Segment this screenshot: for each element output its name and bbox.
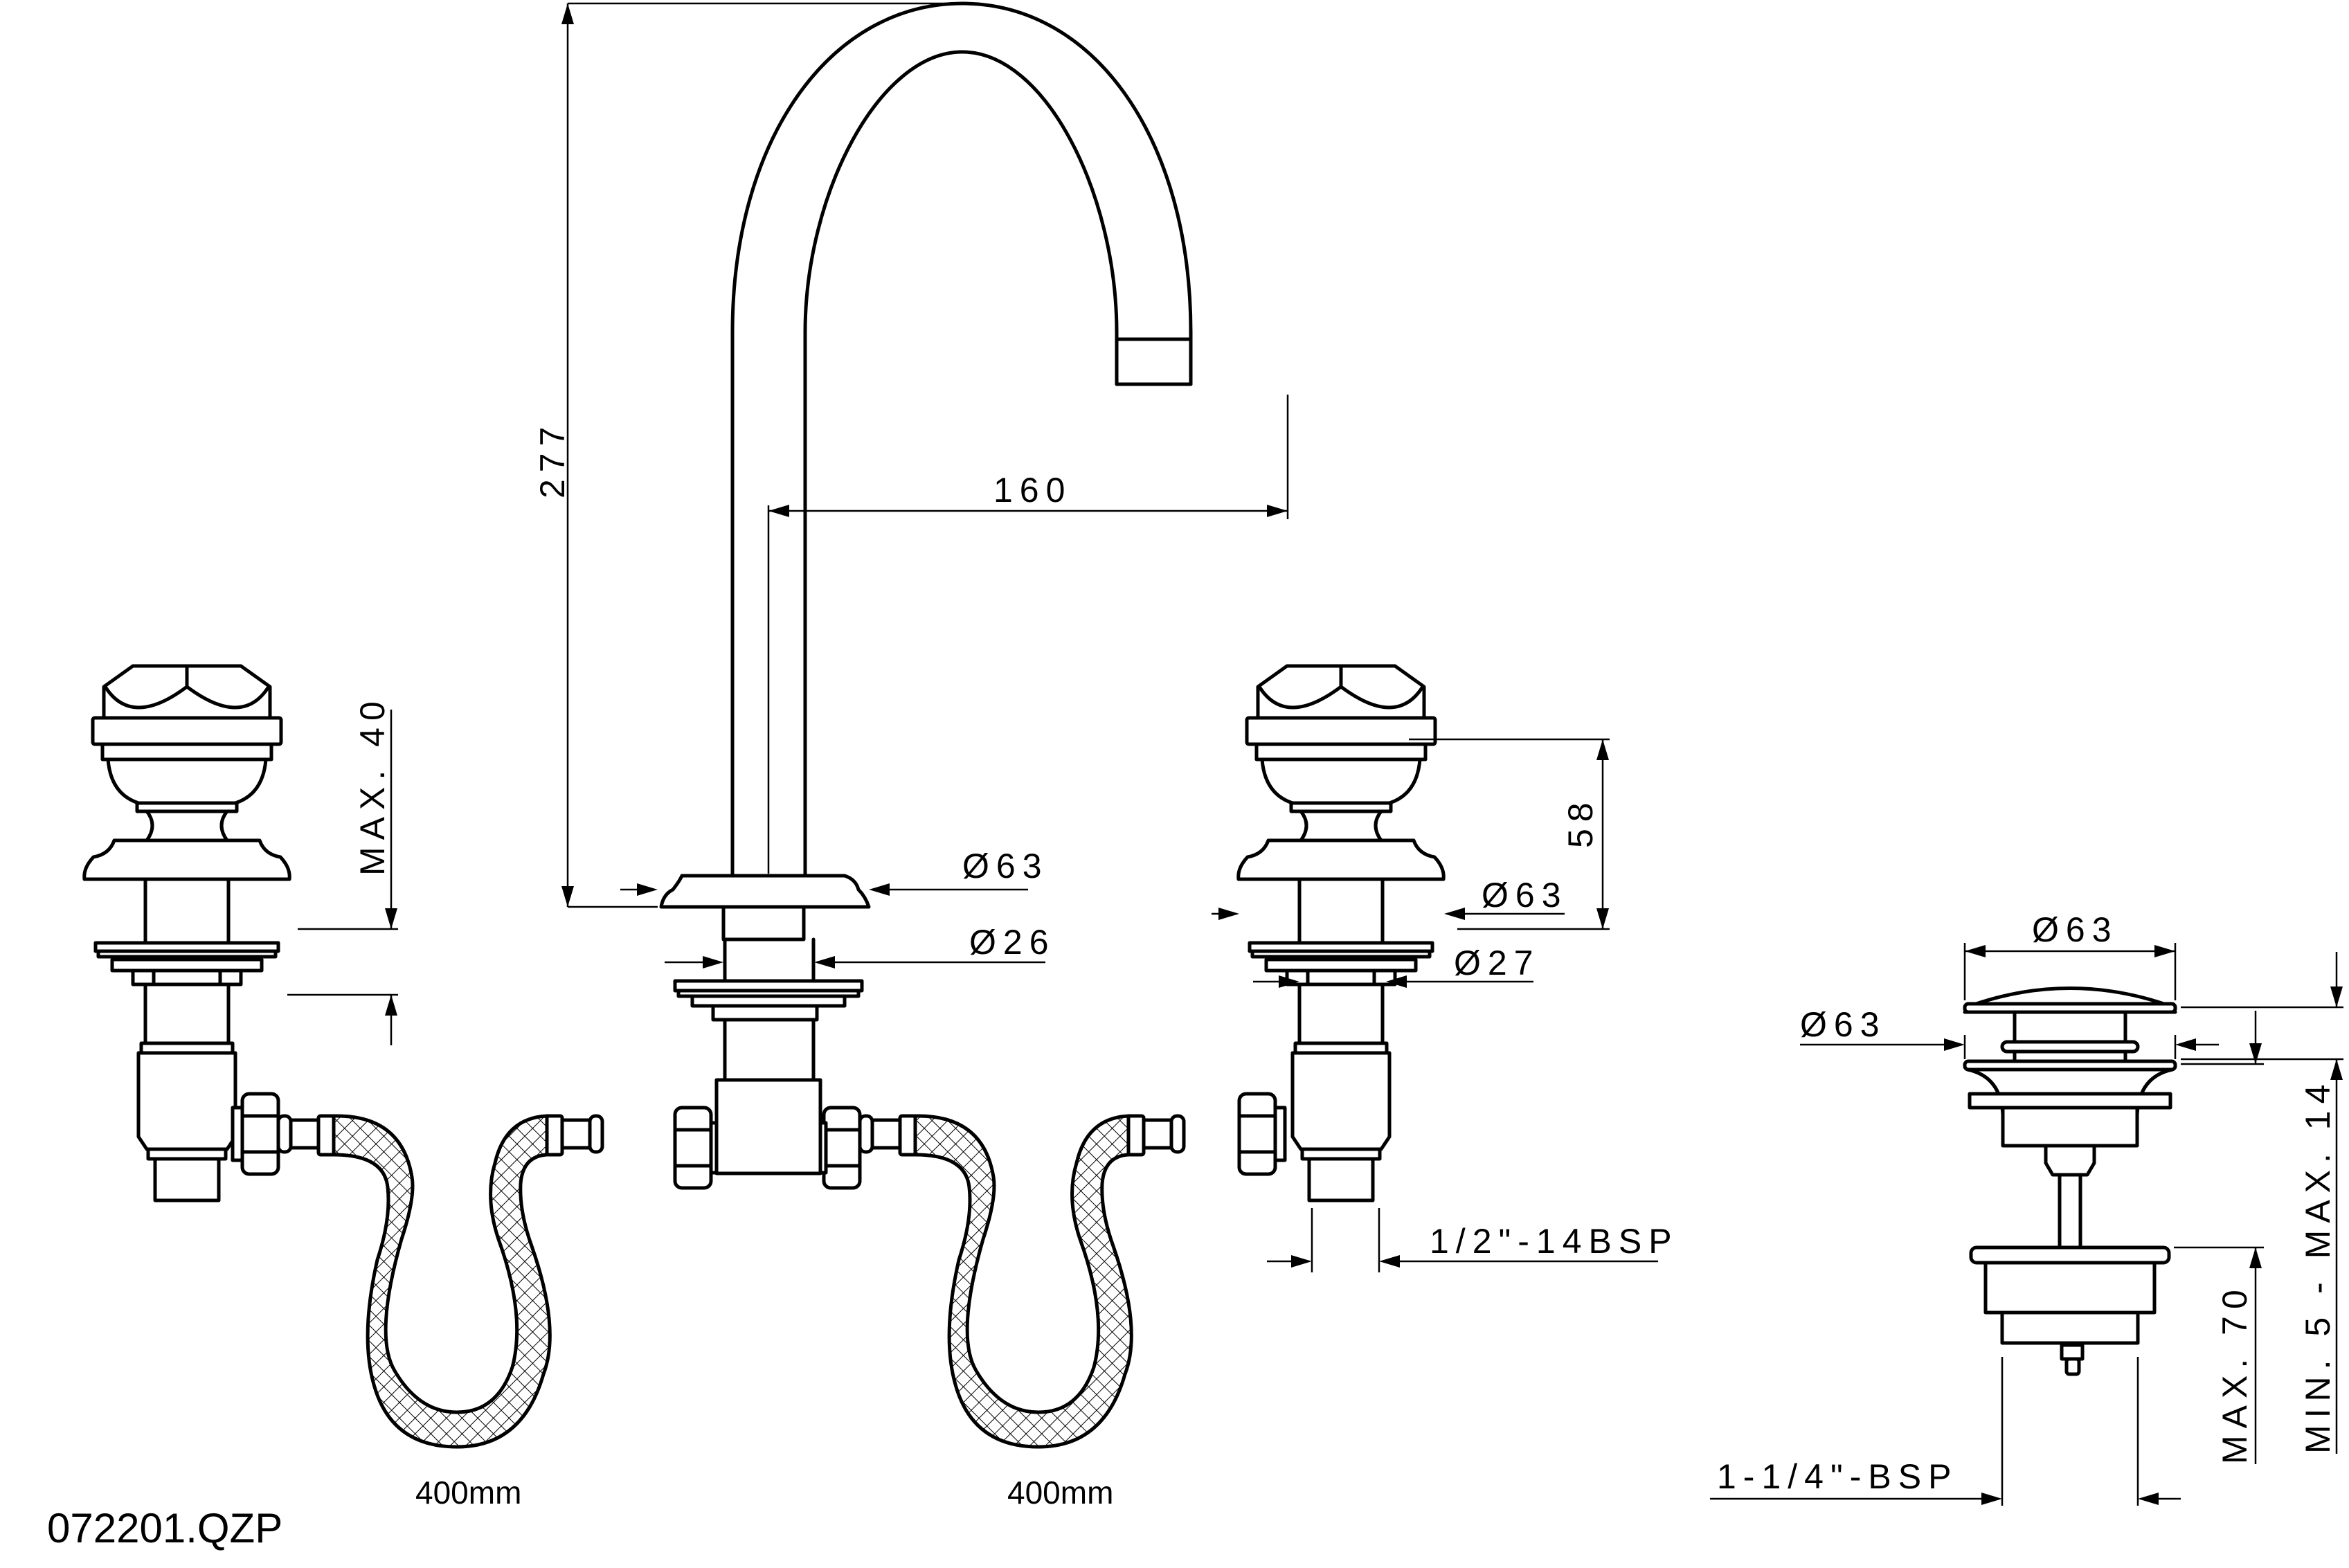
- product-code: 072201.QZP: [47, 1505, 282, 1551]
- inlet-thread-label: 1/2"-14BSP: [1430, 1222, 1679, 1261]
- dim-spout-shank-diameter: Ø26: [665, 923, 1056, 968]
- right-base-diameter-label: Ø63: [1482, 876, 1568, 914]
- spout-base-diameter-label: Ø63: [962, 847, 1049, 885]
- spout-height-label: 277: [533, 420, 572, 498]
- right-handle-height-label: 58: [1561, 795, 1600, 848]
- waste-basin-thickness-label: MIN. 5 - MAX. 14: [2298, 1078, 2337, 1454]
- right-handle: [1239, 666, 1443, 1200]
- left-max-deck-label: MAX. 40: [353, 694, 392, 876]
- dim-right-base-diameter: Ø63: [1212, 876, 1568, 920]
- left-hose-length-label: 400mm: [415, 1475, 521, 1511]
- dim-right-shank-diameter: Ø27: [1253, 944, 1540, 988]
- waste-max-length-label: MAX. 70: [2215, 1283, 2254, 1464]
- spout: [659, 1, 1193, 1188]
- dim-waste-basin-thickness: MIN. 5 - MAX. 14: [2181, 952, 2343, 1454]
- dim-spout-height: 277: [533, 2, 962, 908]
- waste-cap-diameter-label: Ø63: [2032, 910, 2118, 949]
- dim-spout-base-diameter: Ø63: [620, 847, 1049, 896]
- dim-waste-flange-diameter: Ø63: [1800, 1005, 2219, 1059]
- spout-shank-diameter-label: Ø26: [969, 923, 1056, 962]
- dim-waste-thread: 1-1/4"-BSP: [1710, 1357, 2181, 1506]
- left-handle: [84, 666, 289, 1200]
- waste-thread-label: 1-1/4"-BSP: [1717, 1457, 1958, 1496]
- dim-spout-reach: 160: [767, 395, 1289, 874]
- dim-right-handle-height: 58: [1409, 738, 1610, 930]
- dim-inlet-thread: 1/2"-14BSP: [1267, 1208, 1679, 1272]
- spout-reach-label: 160: [993, 471, 1072, 510]
- right-shank-diameter-label: Ø27: [1454, 944, 1540, 982]
- right-hose-length-label: 400mm: [1007, 1475, 1113, 1511]
- right-hose: 400mm: [858, 1114, 1186, 1511]
- pop-up-waste: [1963, 986, 2177, 1376]
- left-hose: 400mm: [276, 1114, 604, 1511]
- dim-left-max-deck: MAX. 40: [287, 694, 398, 1045]
- dim-waste-cap-diameter: Ø63: [1963, 910, 2177, 1000]
- dim-waste-max-length: MAX. 70: [2174, 1246, 2264, 1464]
- waste-flange-diameter-label: Ø63: [1800, 1005, 1887, 1044]
